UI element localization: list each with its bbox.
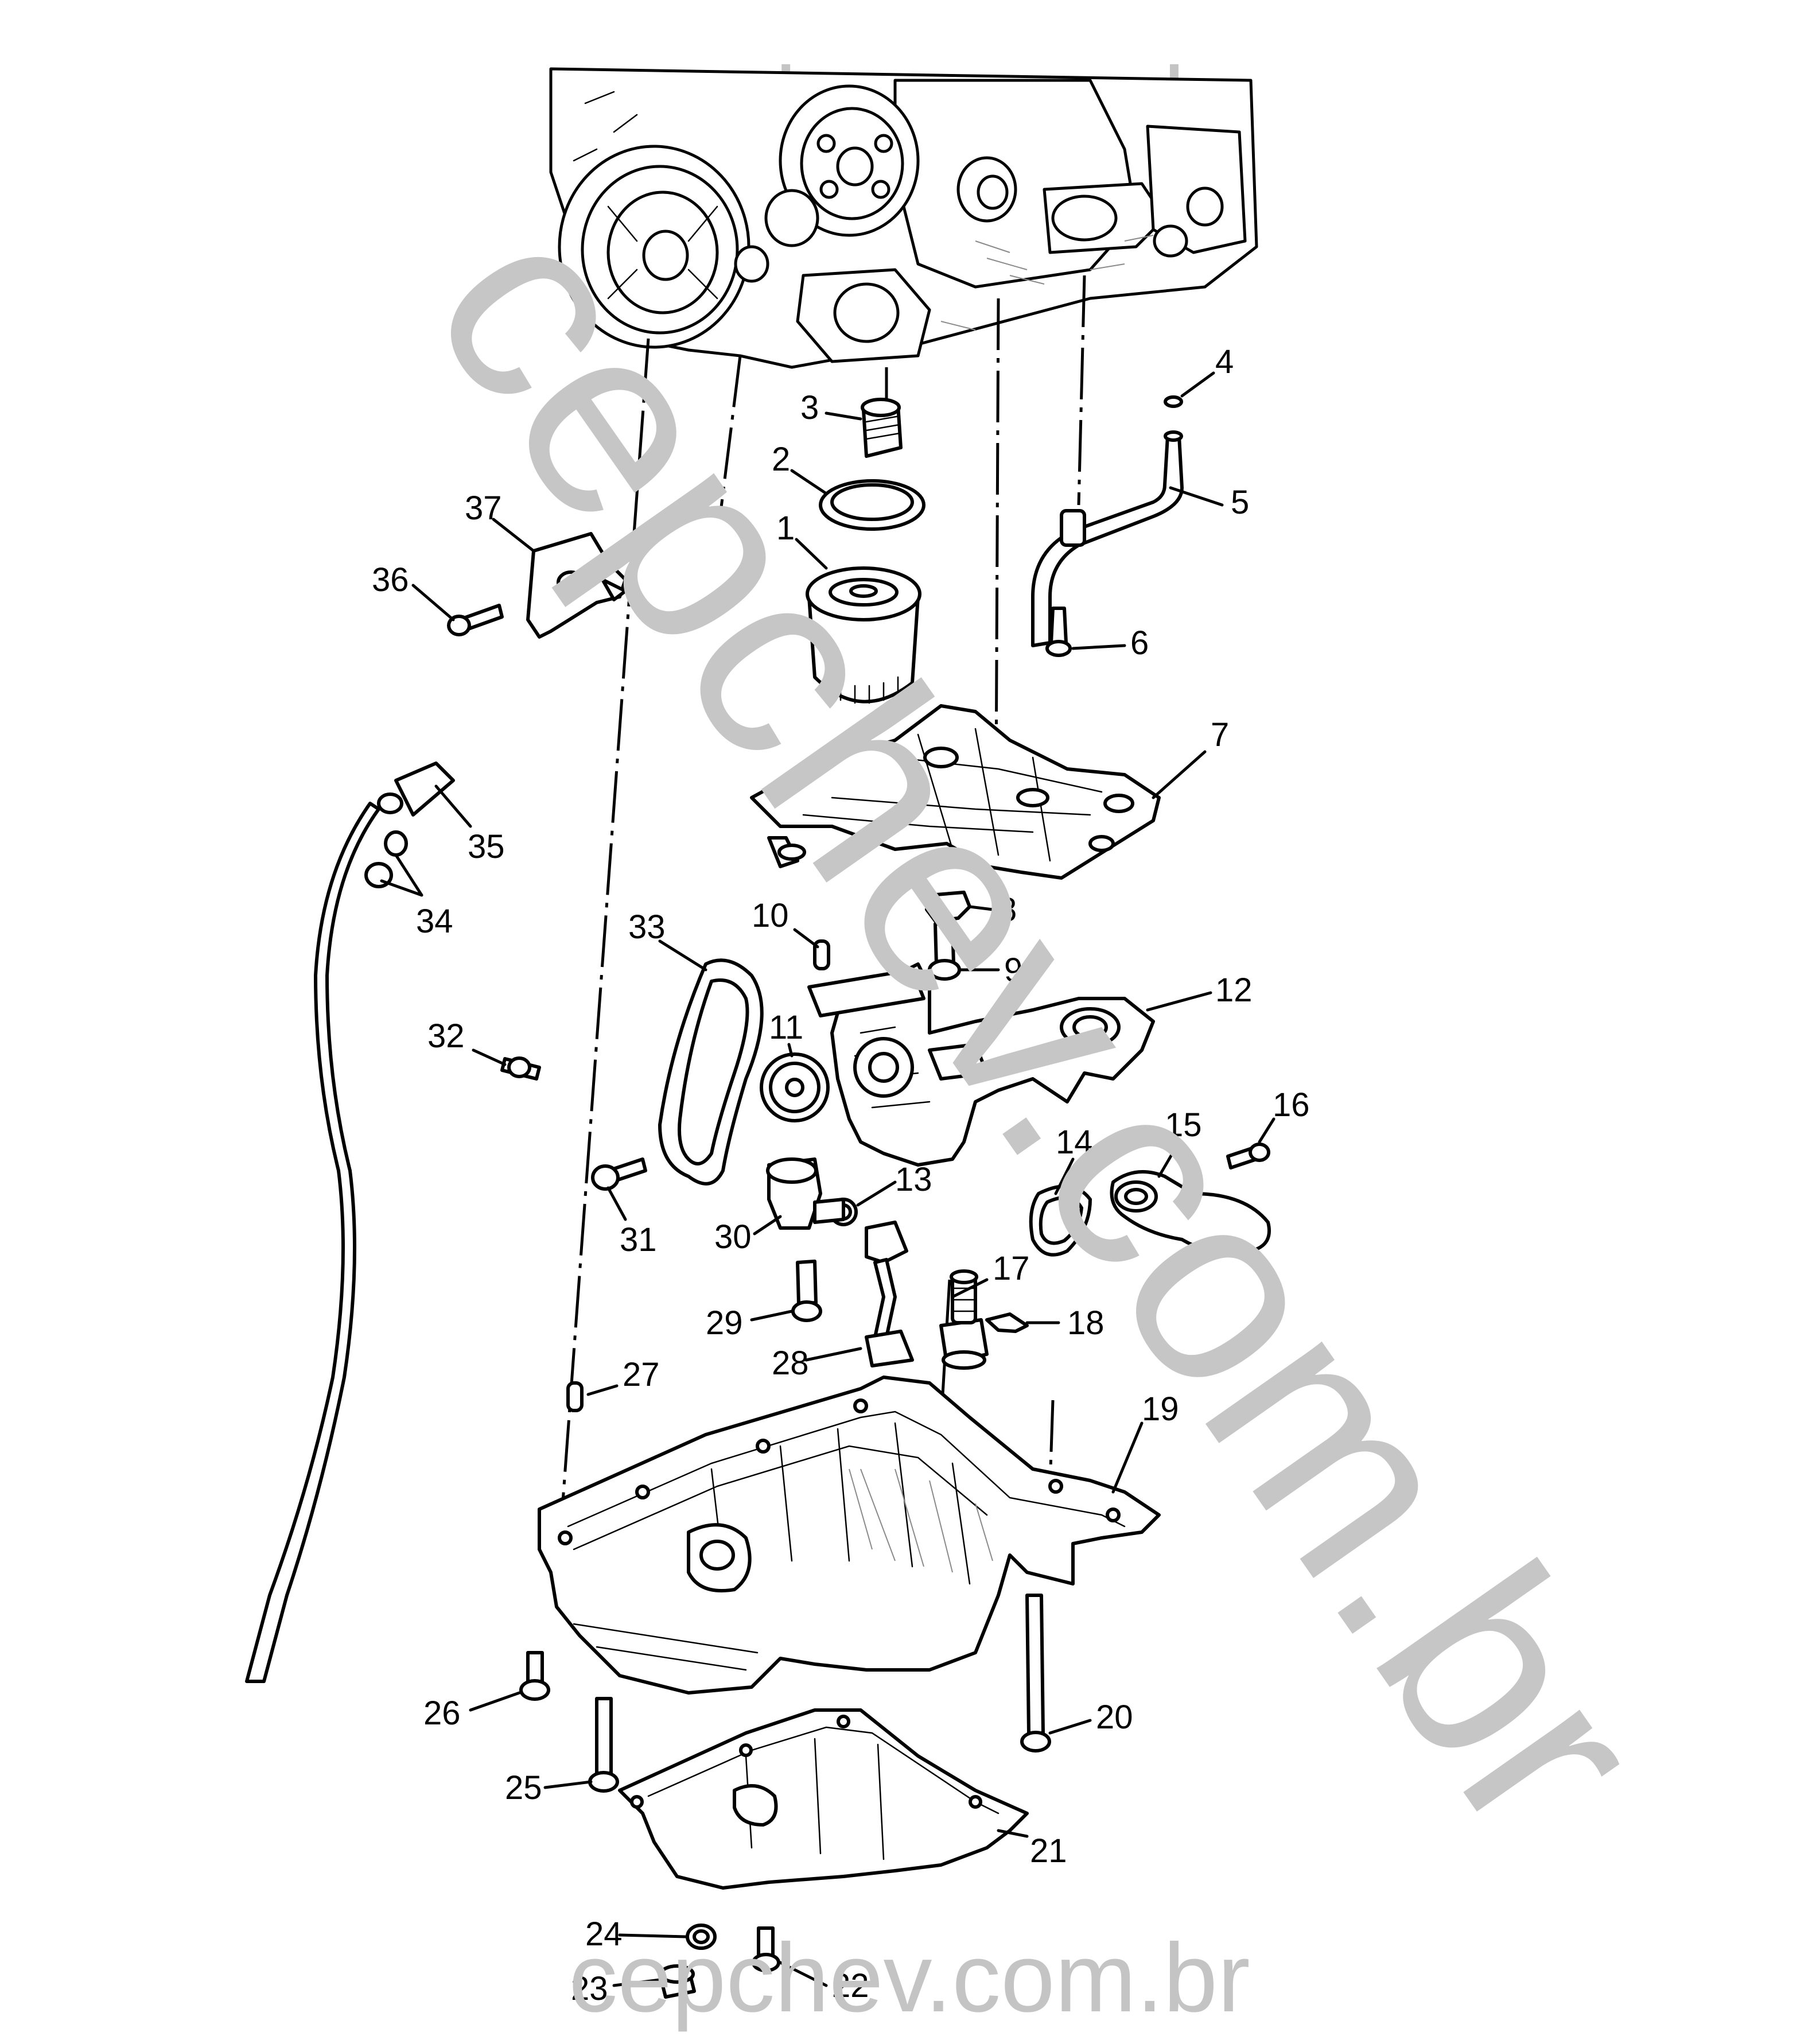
callout-30: 30 bbox=[714, 1218, 752, 1256]
part-3-filter-fitting bbox=[861, 398, 903, 458]
callout-37: 37 bbox=[465, 489, 502, 527]
part-4-seal bbox=[1164, 395, 1183, 408]
part-35-dipstick bbox=[245, 761, 455, 1683]
callout-35: 35 bbox=[468, 828, 505, 865]
callout-21: 21 bbox=[1030, 1832, 1067, 1870]
callout-1: 1 bbox=[776, 510, 795, 547]
part-21-lower-oil-pan bbox=[618, 1708, 1029, 1890]
callout-34: 34 bbox=[416, 903, 453, 940]
callout-31: 31 bbox=[620, 1221, 657, 1258]
part-6-bolt bbox=[1049, 607, 1068, 644]
engine-block bbox=[549, 67, 1258, 369]
callout-15: 15 bbox=[1165, 1106, 1202, 1144]
callout-9: 9 bbox=[1004, 951, 1022, 989]
callout-19: 19 bbox=[1142, 1390, 1179, 1428]
part-32-stud bbox=[500, 1056, 541, 1081]
callout-29: 29 bbox=[706, 1304, 743, 1342]
callout-32: 32 bbox=[427, 1017, 465, 1055]
part-29-bolt bbox=[791, 1260, 822, 1322]
callout-33: 33 bbox=[628, 908, 666, 946]
part-14-gasket bbox=[1029, 1184, 1092, 1257]
callout-17: 17 bbox=[993, 1250, 1030, 1287]
part-15-pickup-tube bbox=[1110, 1170, 1271, 1254]
leader-lines bbox=[380, 371, 1275, 1987]
part-5-tube bbox=[1031, 395, 1184, 657]
callout-28: 28 bbox=[772, 1345, 809, 1382]
watermark-bottom: cepchev.com.br bbox=[569, 1924, 1250, 2033]
part-11-sprocket bbox=[760, 1052, 830, 1122]
callout-2: 2 bbox=[772, 441, 790, 478]
alignment-lines bbox=[561, 275, 1086, 1510]
callout-6: 6 bbox=[1130, 624, 1149, 662]
part-22-bolt bbox=[752, 1926, 780, 1972]
callout-25: 25 bbox=[505, 1769, 542, 1806]
part-23-drain-plug bbox=[658, 1964, 696, 1999]
part-19-upper-oil-pan bbox=[538, 1376, 1161, 1695]
callout-18: 18 bbox=[1067, 1304, 1105, 1342]
part-27-dowel bbox=[566, 1381, 584, 1412]
part-7-baffle bbox=[750, 704, 1161, 880]
callout-24: 24 bbox=[585, 1915, 623, 1953]
part-18-clip bbox=[985, 1312, 1029, 1333]
part-8-nut bbox=[925, 891, 971, 923]
part-16-bolt bbox=[1226, 1143, 1270, 1169]
part-37-bracket bbox=[447, 532, 627, 639]
callout-12: 12 bbox=[1215, 972, 1253, 1009]
part-12-oil-pump bbox=[807, 962, 1155, 1167]
callout-10: 10 bbox=[752, 897, 789, 934]
callout-5: 5 bbox=[1231, 484, 1249, 521]
part-25-bolt bbox=[588, 1697, 619, 1793]
callout-26: 26 bbox=[423, 1695, 461, 1732]
part-9-bolt bbox=[928, 921, 961, 981]
callout-16: 16 bbox=[1273, 1086, 1310, 1124]
callout-23: 23 bbox=[571, 1970, 608, 2007]
part-2-gasket bbox=[819, 479, 925, 531]
part-33-chain bbox=[658, 958, 764, 1186]
callout-20: 20 bbox=[1096, 1699, 1133, 1736]
callout-4: 4 bbox=[1215, 343, 1234, 380]
callout-labels: 1 2 3 4 5 6 7 8 9 10 11 12 13 14 15 16 1… bbox=[372, 343, 1310, 2007]
callout-36: 36 bbox=[372, 561, 409, 599]
part-20-bolt bbox=[1020, 1594, 1051, 1753]
part-31-bolt bbox=[591, 1157, 647, 1191]
callout-27: 27 bbox=[623, 1356, 660, 1393]
callout-14: 14 bbox=[1056, 1124, 1093, 1161]
part-26-bolt bbox=[519, 1651, 550, 1701]
callout-22: 22 bbox=[832, 1967, 869, 2004]
callout-8: 8 bbox=[998, 891, 1017, 928]
callout-3: 3 bbox=[800, 389, 819, 426]
part-28-harness bbox=[865, 1221, 914, 1367]
callout-11: 11 bbox=[769, 1009, 803, 1046]
part-1-oil-filter bbox=[806, 566, 921, 704]
part-24-washer bbox=[686, 1924, 717, 1950]
part-17-sensor bbox=[939, 1269, 989, 1370]
callout-13: 13 bbox=[895, 1161, 932, 1198]
part-30-sensor bbox=[766, 1157, 845, 1230]
callout-7: 7 bbox=[1211, 716, 1229, 753]
